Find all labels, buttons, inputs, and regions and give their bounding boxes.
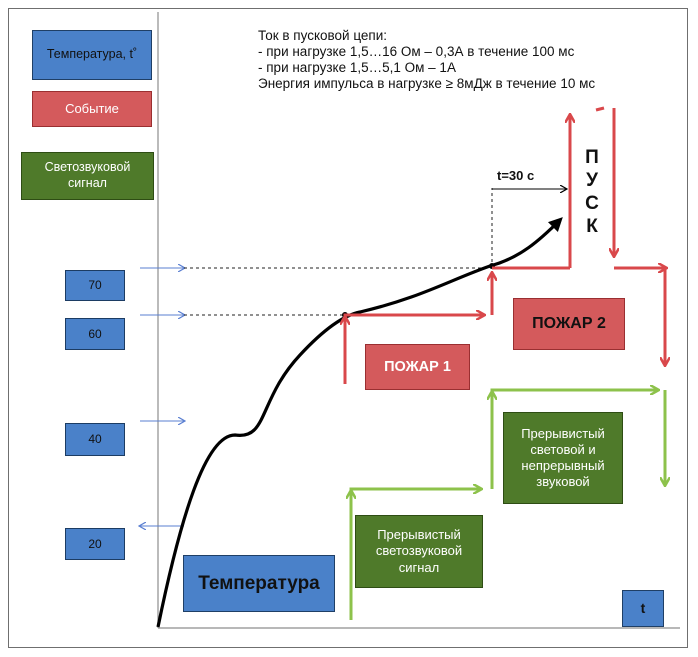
note-line-3: - при нагрузке 1,5…5,1 Ом – 1А [258,60,456,75]
value-20: 20 [65,528,125,560]
legend-event: Событие [32,91,152,127]
legend-temperature-label: Температура, t˚ [46,47,138,62]
delay-label: t=30 с [497,168,535,183]
legend-signal-label: Светозвуковой сигнал [44,160,131,190]
legend-signal: Светозвуковой сигнал [21,152,154,200]
temperature-box: Температура [183,555,335,612]
signal1-box: Прерывистый светозвуковой сигнал [355,515,483,588]
legend-event-label: Событие [65,100,119,116]
signal1-label: Прерывистый светозвуковой сигнал [375,527,463,575]
fire2-label: ПОЖАР 2 [532,315,606,332]
pusk-letter-3: С [585,193,599,214]
signal2-box: Прерывистый световой и непрерывный звуко… [503,412,623,504]
time-axis-label: t [622,590,664,627]
fire1-box: ПОЖАР 1 [365,344,470,390]
value-20-label: 20 [88,536,102,551]
note-line-4: Энергия импульса в нагрузке ≥ 8мДж в теч… [258,76,596,91]
value-70-label: 70 [88,278,102,292]
pusk-letter-2: У [586,170,598,191]
current-note: Ток в пусковой цепи: - при нагрузке 1,5…… [258,28,595,92]
value-60: 60 [65,318,125,350]
fire2-box: ПОЖАР 2 [513,298,625,350]
pusk-letter-1: П [585,147,599,168]
note-line-1: Ток в пусковой цепи: [258,28,388,43]
signal2-label: Прерывистый световой и непрерывный звуко… [521,425,605,490]
fire1-label: ПОЖАР 1 [384,358,451,375]
temperature-box-label: Температура [198,572,320,594]
diagram-frame [8,8,688,648]
value-60-label: 60 [88,326,102,341]
value-40: 40 [65,423,125,456]
value-70: 70 [65,270,125,301]
pusk-label: П У С К [583,146,601,238]
pusk-letter-4: К [586,216,598,237]
value-40-label: 40 [88,432,102,446]
note-line-2: - при нагрузке 1,5…16 Ом – 0,3А в течени… [258,44,575,59]
pusk-top-dash [595,106,605,112]
time-axis-text: t [640,599,646,616]
legend-temperature: Температура, t˚ [32,30,152,80]
